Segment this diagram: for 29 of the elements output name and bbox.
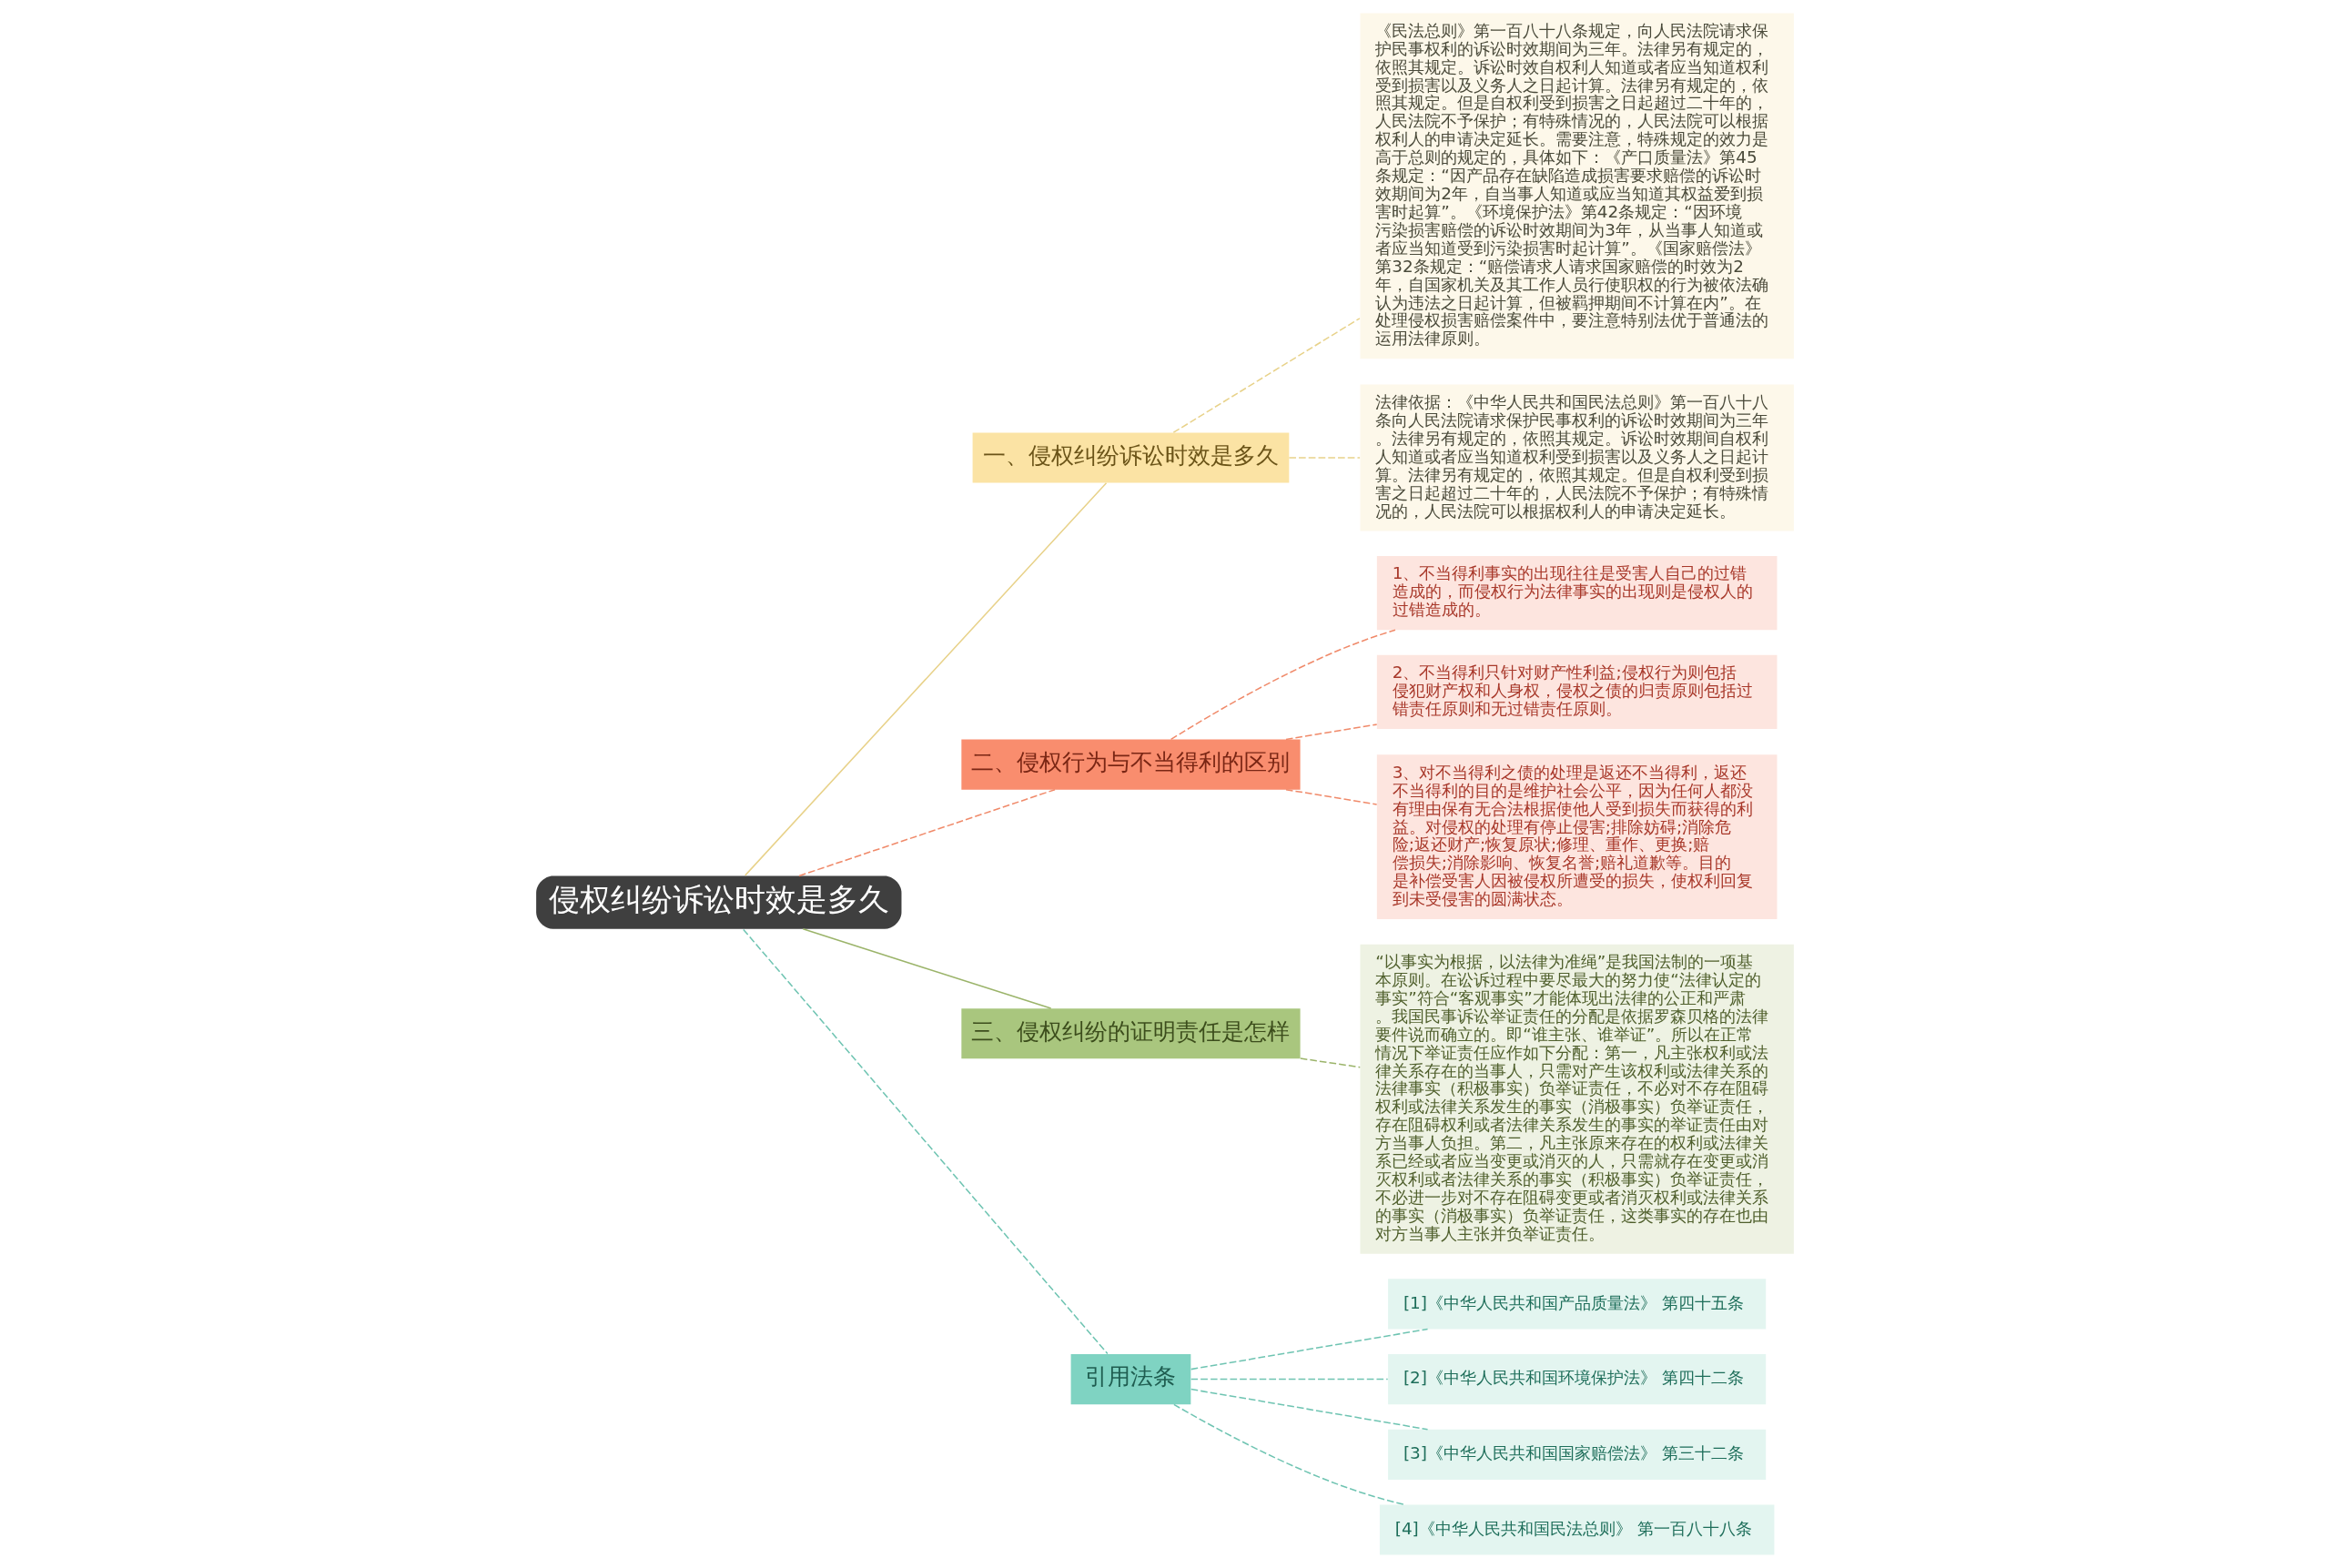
- connector: [1170, 629, 1396, 741]
- connector: [1288, 457, 1361, 459]
- connector: [802, 928, 1052, 1009]
- node-box: 法律依据：《中华人民共和国民法总则》第一百八十八条向人民法院请求保护民事权利的诉讼时效期间为三年。法律另有规定的，依照其规定。诉讼时效期间自权利人知道或者应当知道权利受到损害以及义务人之日起计算。法律另有规定的，依照其规定。但是自权利受到损害之日起超过二十年的，人民法院不予保护；有特殊情况的，人民法院可以根据权利人的申请决定延长。: [1360, 384, 1794, 531]
- node-box: 引用法条: [1070, 1354, 1191, 1405]
- connector: [745, 481, 1108, 876]
- connector: [1300, 1057, 1362, 1068]
- connector: [1285, 788, 1378, 805]
- node-box: “以事实为根据，以法律为准绳”是我国法制的一项基本原则。在讼诉过程中要尽最大的努力使“法律认定的事实”符合“客观事实”才能体现出法律的公正和严肃。我国民事诉讼举证责任的分配是依据罗森贝格的法律要件说而确立的。即“谁主张、谁举证”。所以在正常情况下举证责任应作如下分配：第一，凡主张权利或法律关系存在的当事人，只需对产生该权利或法律关系的法律事实（积极事实）负举证责任，不必对不存在阻碍权利或法律关系发生的事实（消极事实）负举证责任，存在阻碍权利或者法律关系发生的事实的举证责任由对方当事人负担。第二，凡主张原来存在的权利或法律关系已经或者应当变更或消灭的人，只需就存在变更或消灭权利或者法律关系的事实（积极事实）负举证责任，不必进一步对不存在阻碍变更或者消灭权利或法律关系的事实（消极事实）负举证责任，这类事实的存在也由对方当事人主张并负举证责任。: [1360, 944, 1794, 1254]
- connector: [1190, 1378, 1389, 1381]
- node-box: 《民法总则》第一百八十八条规定，向人民法院请求保护民事权利的诉讼时效期间为三年。法律另有规定的，依照其规定。诉讼时效自权利人知道或者应当知道权利受到损害以及义务人之日起计算。法律另有规定的，依照其规定。但是自权利受到损害之日起超过二十年的，人民法院不予保护；有特殊情况的，人民法院可以根据权利人的申请决定延长。需要注意，特殊规定的效力是高于总则的规定的，具体如下：《产口质量法》第45条规定：“因产品存在缺陷造成损害要求赔偿的诉讼时效期间为2年，自当事人知道或应当知道其权益爱到损害时起算”。《环境保护法》第42条规定：“因环境污染损害赔偿的诉讼时效期间为3年，从当事人知道或者应当知道受到污染损害时起计算”。《国家赔偿法》第32条规定：“赔偿请求人请求国家赔偿的时效为2年，自国家机关及其工作人员行使职权的行为被依法确认为违法之日起计算，但被羁押期间不计算在内”。在处理侵权损害赔偿案件中，要注意特别法优于普通法的运用法律原则。: [1360, 13, 1794, 359]
- node-box: [4]《中华人民共和国民法总则》 第一百八十八条: [1379, 1504, 1775, 1555]
- connector: [798, 788, 1056, 877]
- node-box: 二、侵权行为与不当得利的区别: [961, 739, 1301, 790]
- connector: [743, 928, 1109, 1355]
- connector: [1190, 1388, 1429, 1431]
- node-box: 3、对不当得利之债的处理是返还不当得利，返还不当得利的目的是维护社会公平，因为任何人都没有理由保有无合法根据使他人受到损失而获得的利益。对侵权的处理有停止侵害;排除妨碍;消除危险;返还财产;恢复原状;修理、重作、更换;赔偿损失;消除影响、恢复名誉;赔礼道歉等。目的是补偿受害人因被侵权所遭受的损失，使权利回复到未受侵害的圆满状态。: [1376, 754, 1778, 920]
- node-box: [2]《中华人民共和国环境保护法》 第四十二条: [1388, 1354, 1767, 1405]
- connector: [1190, 1328, 1429, 1371]
- node-box: 2、不当得利只针对财产性利益;侵权行为则包括侵犯财产权和人身权，侵权之债的归责原则包括过错责任原则和无过错责任原则。: [1376, 654, 1778, 729]
- connector: [1285, 723, 1378, 741]
- node-box: [3]《中华人民共和国国家赔偿法》 第三十二条: [1388, 1429, 1767, 1480]
- connector: [1172, 318, 1361, 433]
- node-box: 三、侵权纠纷的证明责任是怎样: [961, 1008, 1301, 1059]
- connector: [1173, 1403, 1405, 1506]
- node-box: 1、不当得利事实的出现往往是受害人自己的过错造成的，而侵权行为法律事实的出现则是侵权人的过错造成的。: [1376, 556, 1778, 631]
- node-box: [1]《中华人民共和国产品质量法》 第四十五条: [1388, 1279, 1767, 1330]
- node-box: 一、侵权纠纷诉讼时效是多久: [972, 432, 1290, 483]
- node-box: 侵权纠纷诉讼时效是多久: [536, 875, 902, 929]
